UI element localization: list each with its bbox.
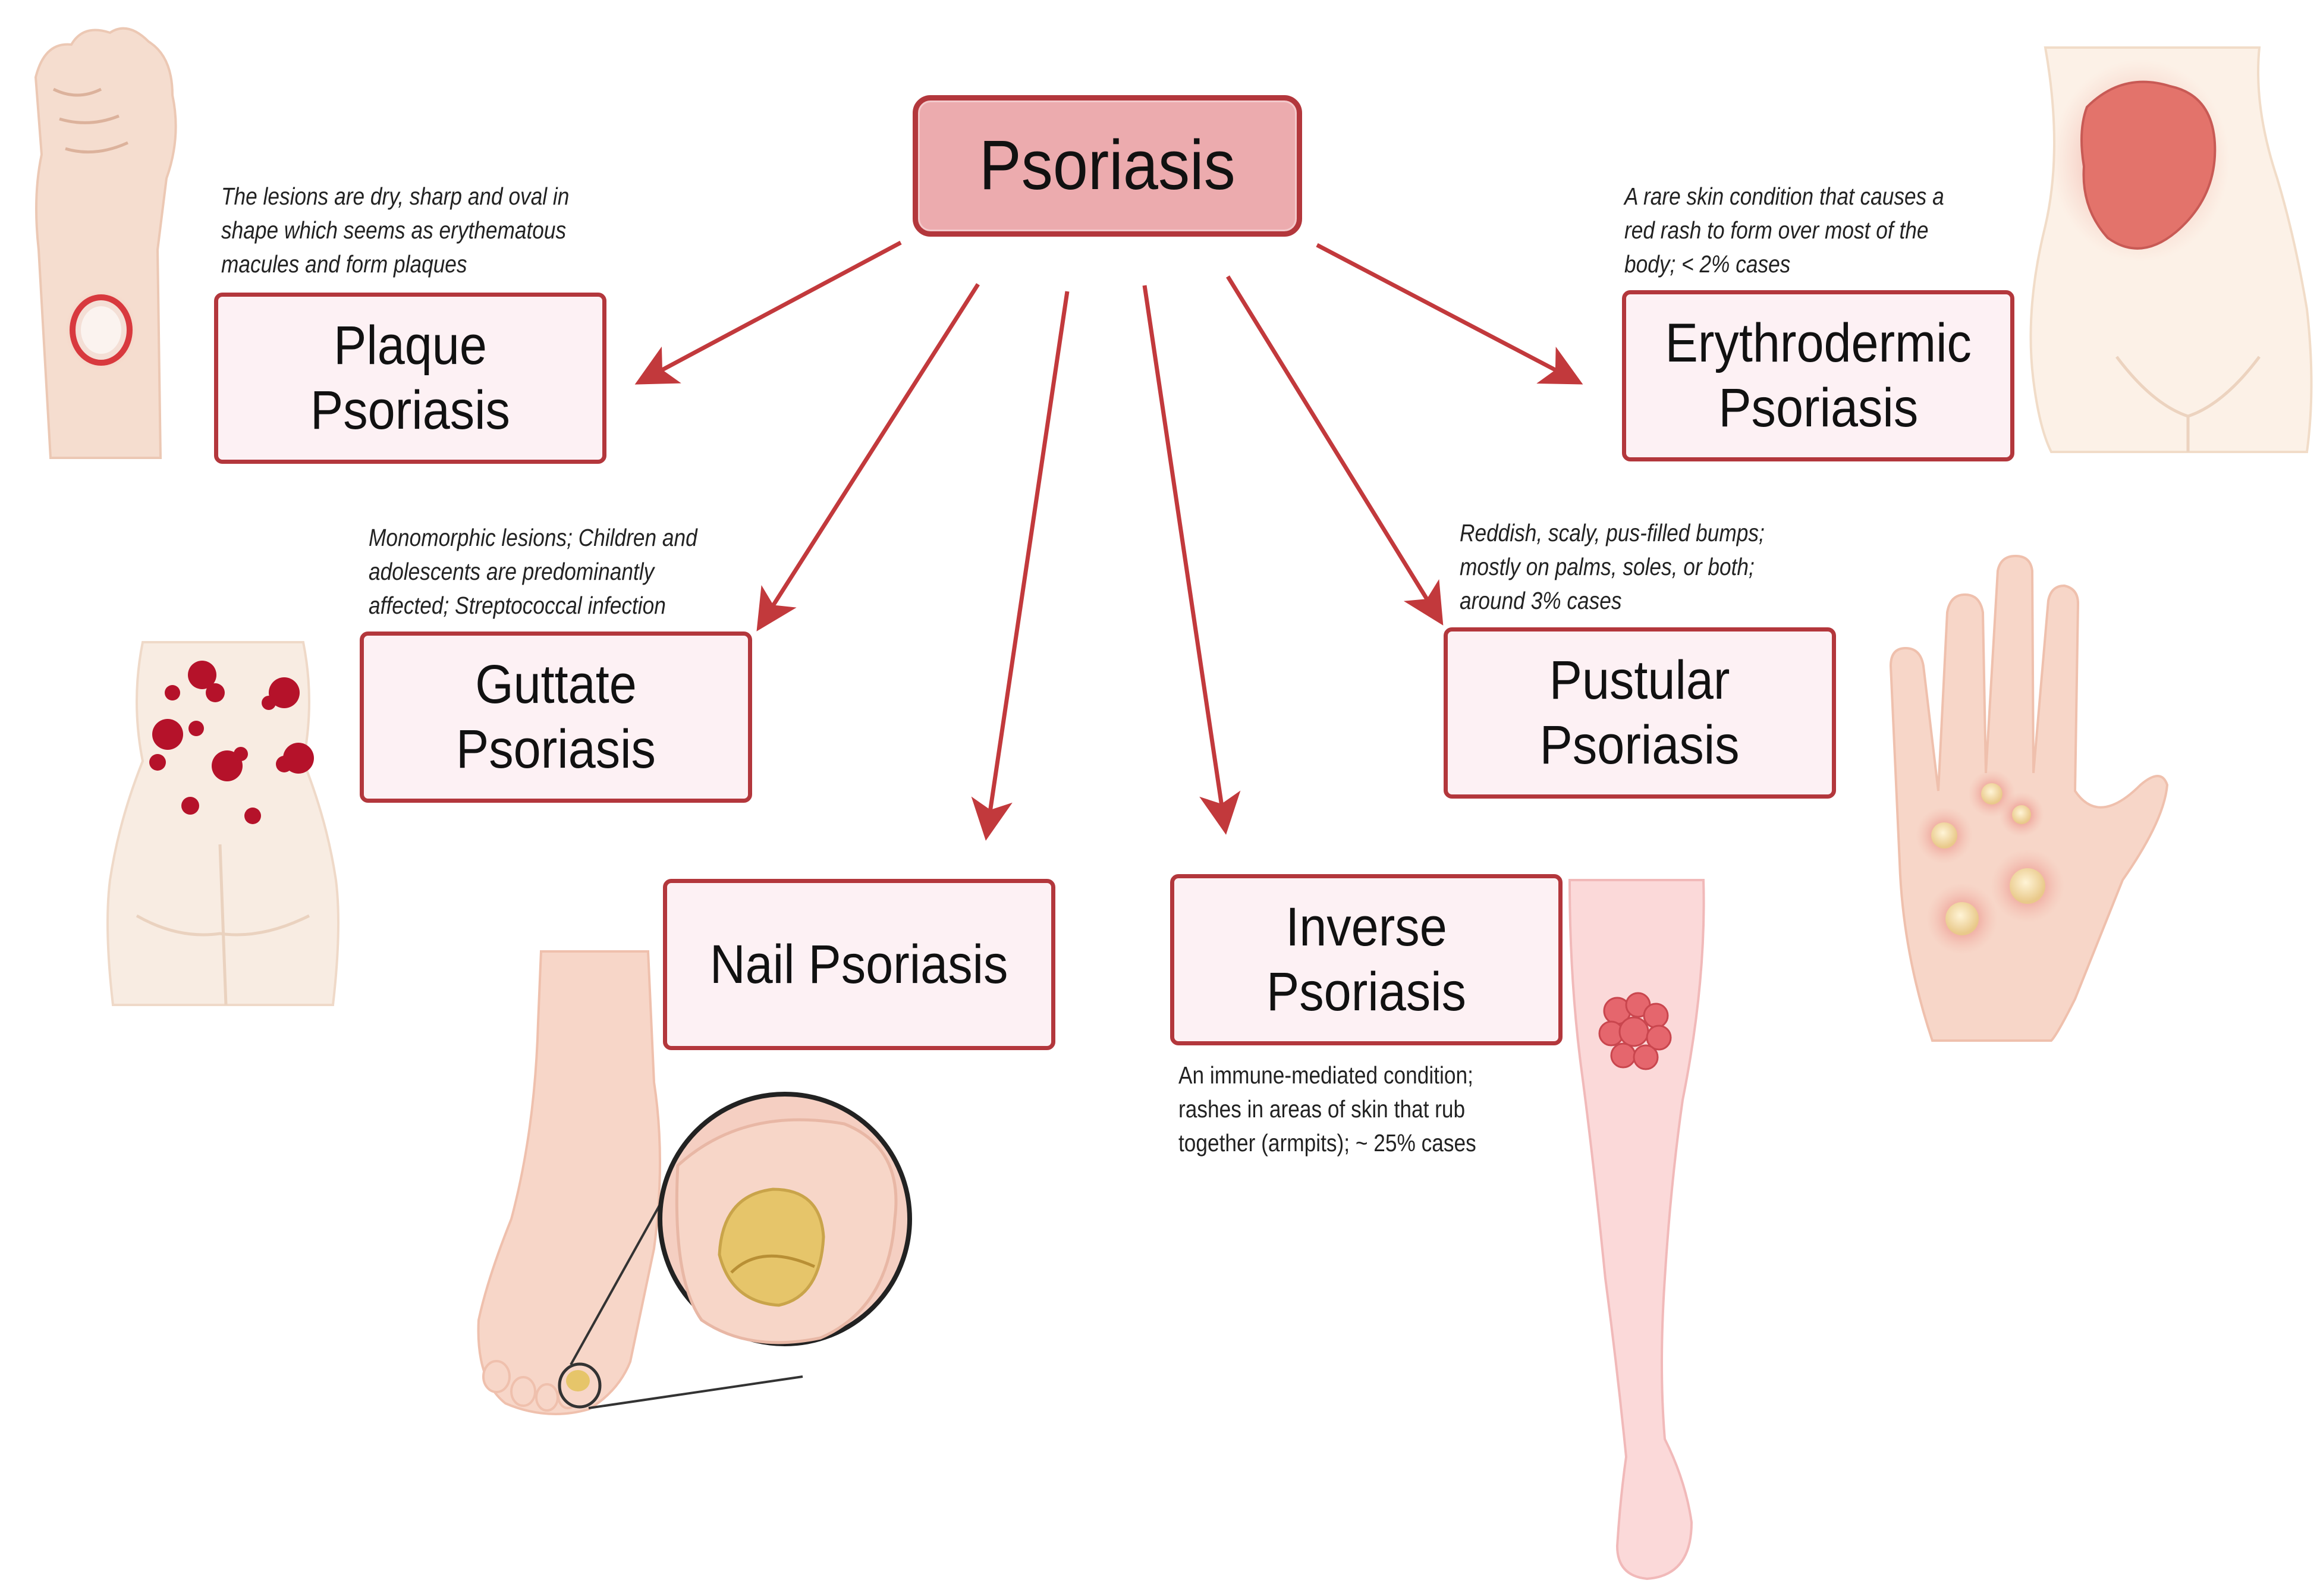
node-plaque-label: Plaque Psoriasis xyxy=(310,315,510,441)
note-plaque-line: The lesions are dry, sharp and oval in xyxy=(221,183,570,210)
note-plaque-line: shape which seems as erythematous xyxy=(221,216,567,244)
node-inverse-label: Inverse Psoriasis xyxy=(1266,897,1466,1022)
note-guttate-line: Monomorphic lesions; Children and xyxy=(369,524,697,551)
note-guttate-line: adolescents are predominantly xyxy=(369,558,655,585)
note-erythrodermic-line: A rare skin condition that causes a xyxy=(1624,183,1944,210)
node-erythrodermic-label-line1: Erythrodermic xyxy=(1665,313,1972,374)
torso-erythrodermic-illustration xyxy=(2029,46,2313,453)
note-pustular: Reddish, scaly, pus-filled bumps; mostly… xyxy=(1460,516,1765,618)
leg-inverse-illustration xyxy=(1568,879,1705,1581)
note-inverse-line: An immune-mediated condition; xyxy=(1178,1061,1473,1089)
note-erythrodermic-line: body; < 2% cases xyxy=(1624,250,1791,278)
note-inverse-line: together (armpits); ~ 25% cases xyxy=(1178,1129,1476,1157)
note-guttate: Monomorphic lesions; Children and adoles… xyxy=(369,521,697,623)
arrow-to-erythrodermic xyxy=(1316,243,1583,385)
node-inverse-psoriasis: Inverse Psoriasis xyxy=(1170,874,1563,1045)
node-plaque-psoriasis: Plaque Psoriasis xyxy=(214,293,606,464)
abdomen-guttate-illustration xyxy=(106,641,339,1006)
note-inverse-line: rashes in areas of skin that rub xyxy=(1178,1095,1466,1123)
node-nail-label: Nail Psoriasis xyxy=(710,934,1008,995)
note-plaque-line: macules and form plaques xyxy=(221,250,467,278)
note-guttate-line: affected; Streptococcal infection xyxy=(369,592,666,619)
arrow-to-pustular xyxy=(1226,275,1444,626)
palm-pustular-illustration xyxy=(1889,554,2169,1042)
foot-nail-illustration xyxy=(477,950,912,1415)
node-guttate-psoriasis: Guttate Psoriasis xyxy=(360,632,752,803)
note-erythrodermic: A rare skin condition that causes a red … xyxy=(1624,180,1944,281)
node-nail-psoriasis: Nail Psoriasis xyxy=(663,879,1055,1050)
root-node-psoriasis: Psoriasis xyxy=(913,95,1302,237)
node-pustular-psoriasis: Pustular Psoriasis xyxy=(1444,627,1836,799)
note-inverse: An immune-mediated condition; rashes in … xyxy=(1178,1058,1476,1160)
node-erythrodermic-label-line2: Psoriasis xyxy=(1718,378,1918,438)
note-plaque: The lesions are dry, sharp and oval in s… xyxy=(221,180,569,281)
arrow-to-nail xyxy=(971,291,1070,841)
root-node-label: Psoriasis xyxy=(979,126,1236,205)
node-pustular-label-line1: Pustular xyxy=(1549,650,1730,711)
wrist-plaque-illustration xyxy=(34,27,177,459)
note-pustular-line: Reddish, scaly, pus-filled bumps; xyxy=(1460,519,1765,546)
node-erythrodermic-psoriasis: Erythrodermic Psoriasis xyxy=(1622,290,2014,461)
arrow-to-plaque xyxy=(634,240,902,385)
note-pustular-line: around 3% cases xyxy=(1460,587,1622,614)
note-pustular-line: mostly on palms, soles, or both; xyxy=(1460,553,1755,580)
node-guttate-label: Guttate Psoriasis xyxy=(456,654,656,780)
arrow-to-inverse xyxy=(1142,285,1241,835)
node-pustular-label-line2: Psoriasis xyxy=(1540,715,1740,775)
note-erythrodermic-line: red rash to form over most of the xyxy=(1624,216,1929,244)
arrow-to-guttate xyxy=(756,283,980,632)
arrows xyxy=(634,240,1583,841)
